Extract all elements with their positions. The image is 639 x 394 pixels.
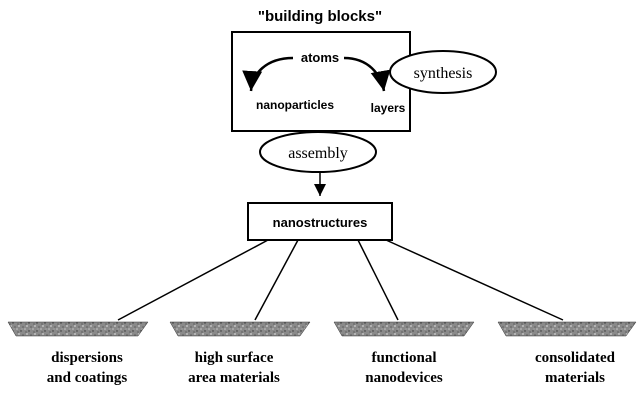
output-high-surface-line2: area materials [188,370,280,386]
branch-line-1 [117,239,269,321]
label-assembly: assembly [288,145,348,162]
output-high-surface: high surface area materials [188,350,280,386]
output-functional: functional nanodevices [365,350,443,386]
output-consolidated: consolidated materials [535,350,616,386]
output-dispersions: dispersions and coatings [47,350,128,386]
label-synthesis: synthesis [414,65,473,82]
branch-line-3 [357,239,399,321]
output-consolidated-line2: materials [545,370,605,386]
label-nanostructures: nanostructures [273,215,368,230]
nanostructures-box [247,202,393,241]
arrow-atoms-to-nanoparticles [242,56,294,92]
branch-line-4 [385,239,564,321]
branch-line-2 [254,239,299,321]
output-consolidated-line1: consolidated [535,350,616,366]
output-high-surface-line1: high surface [195,350,274,366]
assembly-ellipse [259,131,377,173]
slab-functional [333,321,475,337]
output-dispersions-line2: and coatings [47,370,128,386]
slab-dispersions [7,321,149,337]
slab-high-surface [169,321,311,337]
output-functional-line1: functional [371,350,436,366]
output-functional-line2: nanodevices [365,370,443,386]
building-blocks-box [231,31,411,132]
label-nanoparticles: nanoparticles [256,98,334,112]
slab-consolidated [497,321,637,337]
arrow-atoms-to-layers [343,56,391,92]
diagram-title: "building blocks" [258,8,382,25]
synthesis-ellipse [389,50,497,94]
label-atoms: atoms [301,50,339,65]
output-dispersions-line1: dispersions [51,350,123,366]
label-layers: layers [371,101,406,115]
